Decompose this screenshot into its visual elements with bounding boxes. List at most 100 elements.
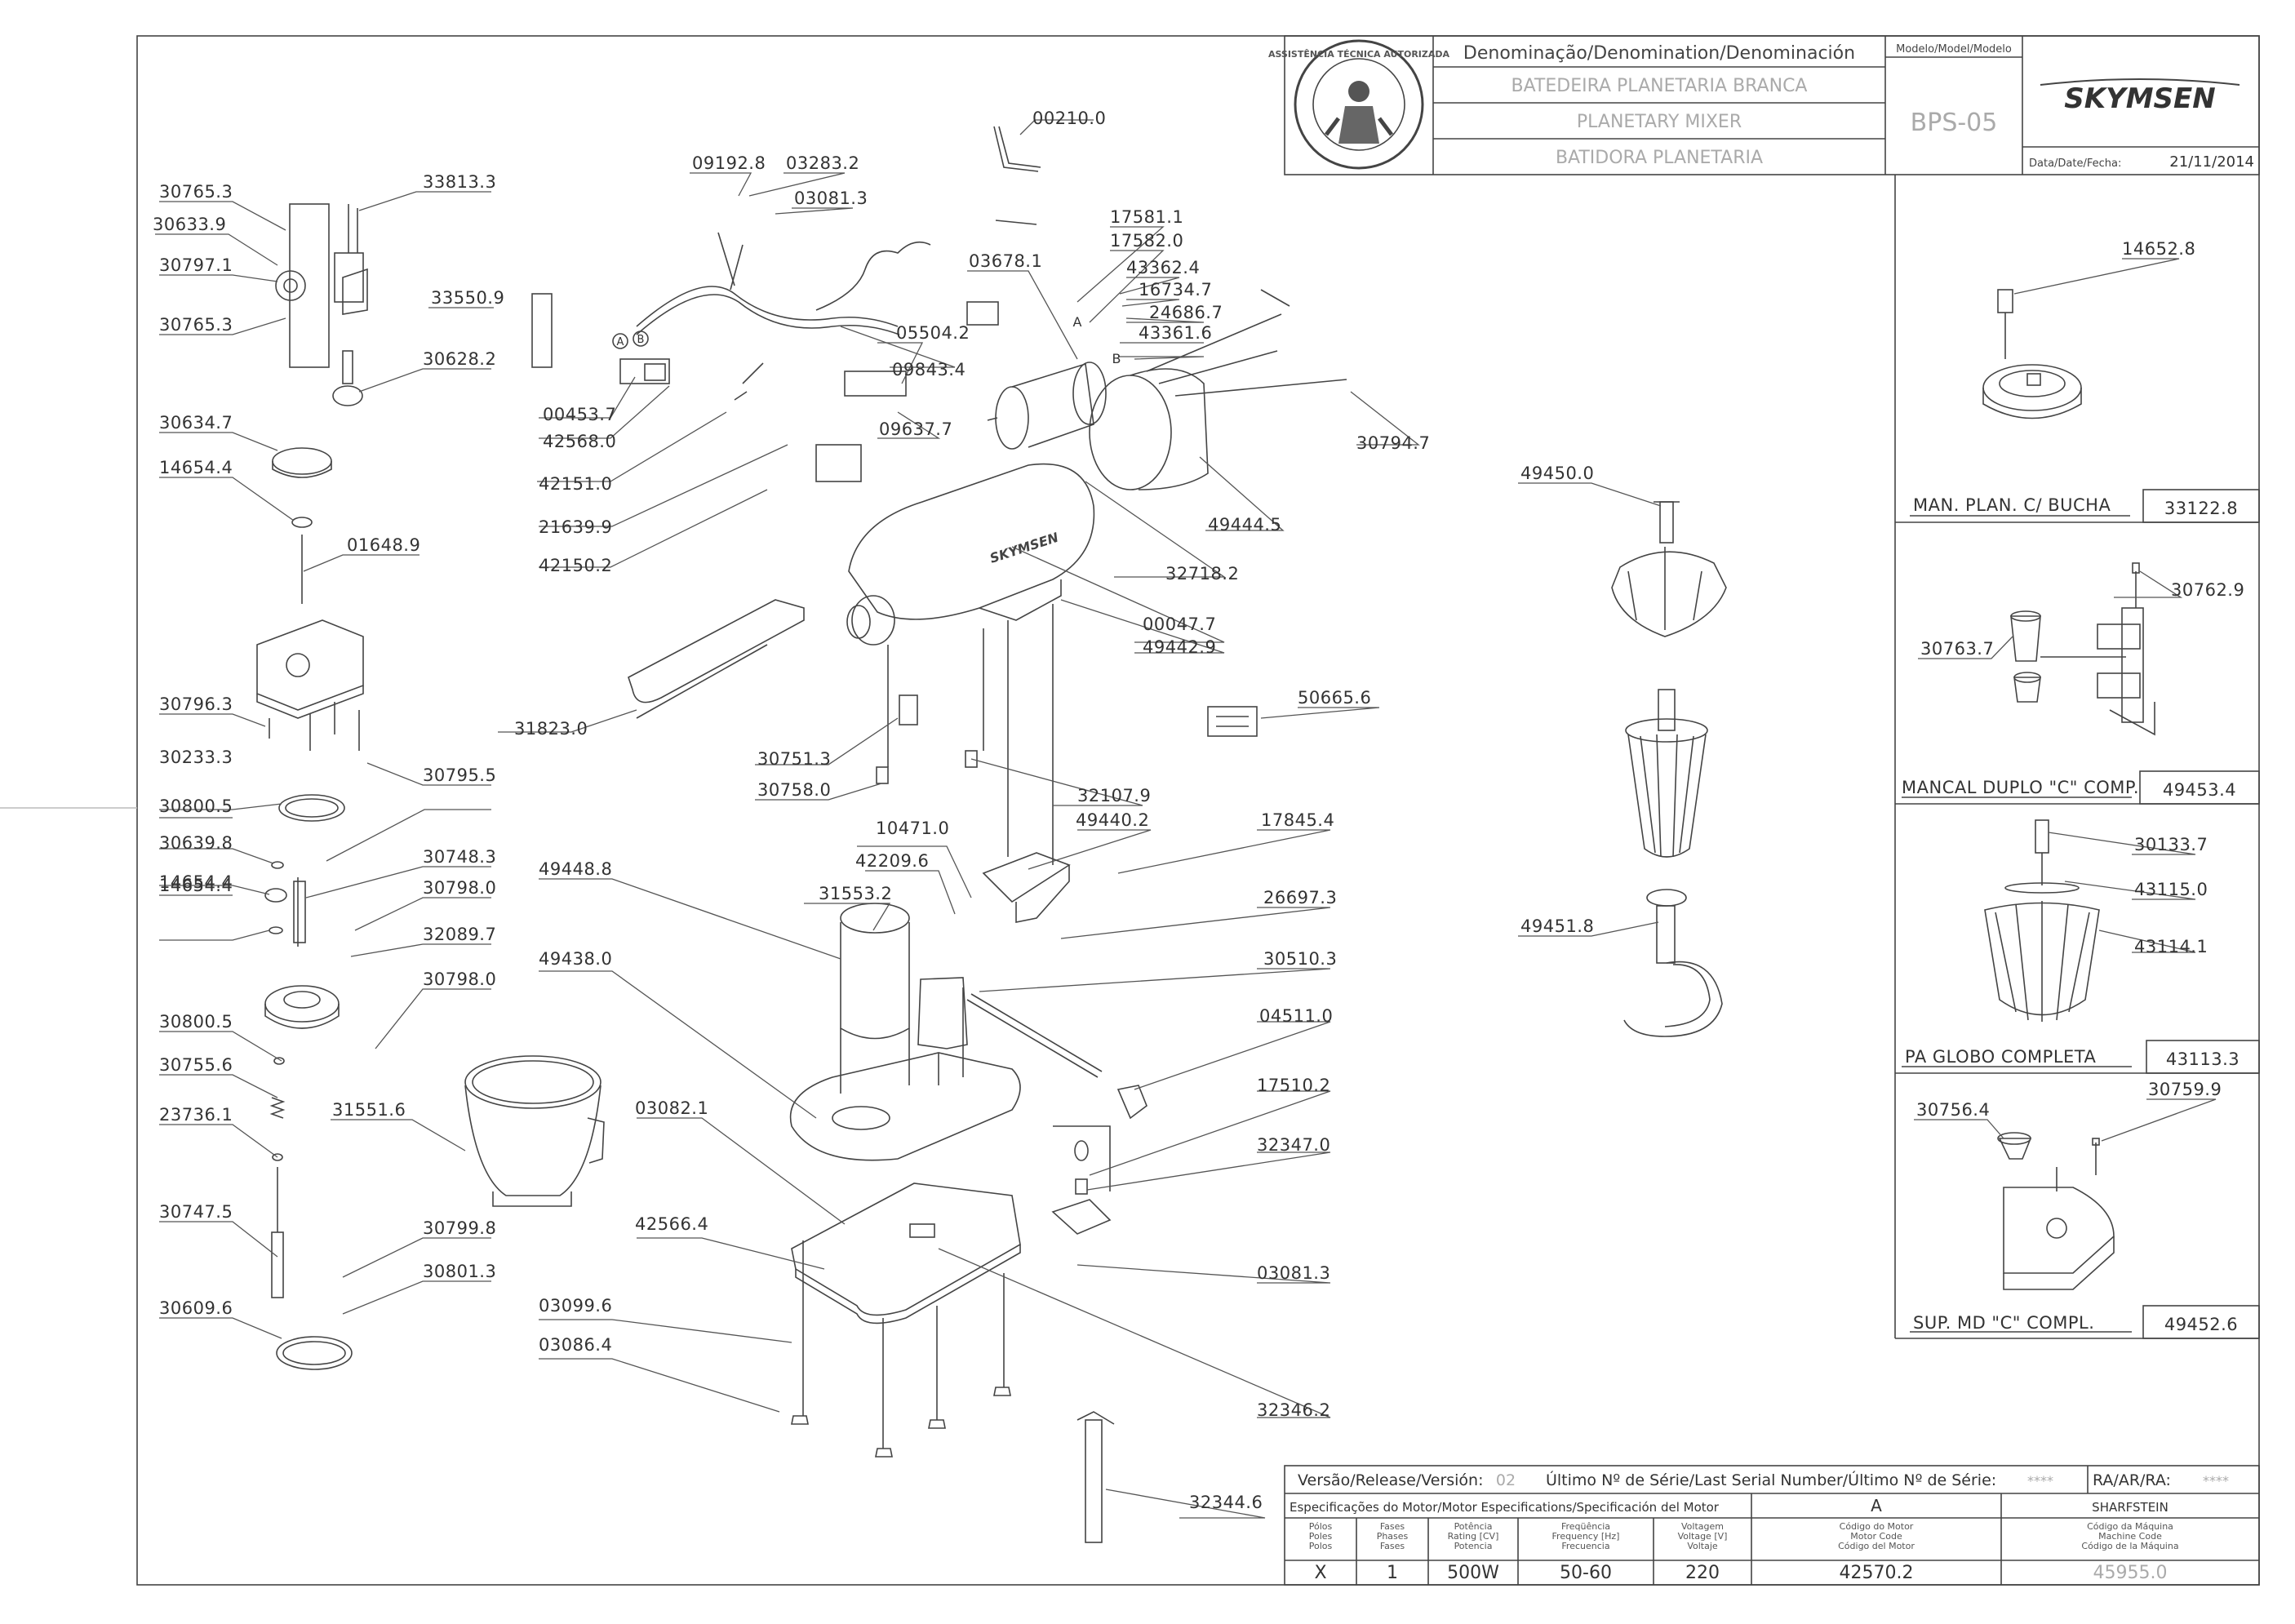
authorized-service-seal: ASSISTÊNCIA TÉCNICA AUTORIZADA <box>1268 39 1450 170</box>
motor-variant: A <box>1871 1496 1882 1515</box>
callout-label: 30747.5 <box>159 1202 233 1222</box>
callout-label: 00210.0 <box>1032 109 1106 128</box>
motor-code-value: 42570.2 <box>1840 1563 1914 1583</box>
callout-label: 04511.0 <box>1259 1006 1333 1026</box>
callout-label: 30759.9 <box>2148 1080 2222 1099</box>
callout-label: 30800.5 <box>159 796 233 816</box>
callout-label: 42151.0 <box>539 474 612 494</box>
name-en: PLANETARY MIXER <box>1577 112 1742 132</box>
callout-label: 16734.7 <box>1139 280 1212 300</box>
callout-label: 03081.3 <box>794 189 868 208</box>
callout-label: 30795.5 <box>423 765 496 785</box>
callout-label: 03678.1 <box>969 251 1042 271</box>
callout-label: 31553.2 <box>819 884 892 903</box>
marker-label: B <box>1112 351 1121 366</box>
callout-label: 32089.7 <box>423 925 496 944</box>
callout-label: 30800.5 <box>159 1012 233 1032</box>
callout-label: 30639.8 <box>159 833 233 853</box>
motor-spec-label: Especificações do Motor/Motor Especifica… <box>1290 1500 1720 1515</box>
callout-label: 49438.0 <box>539 949 612 969</box>
callout-label: 30798.0 <box>423 970 496 989</box>
callout-label: 03082.1 <box>635 1098 708 1118</box>
panel-code: 43113.3 <box>2166 1049 2240 1069</box>
dough-hook-drawing <box>1623 889 1723 1037</box>
serial-label: Último Nº de Série/Last Serial Number/Úl… <box>1546 1470 1996 1489</box>
machine-code-value: 45955.0 <box>2093 1563 2168 1583</box>
callout-label: 14654.4 <box>159 458 233 477</box>
beater-drawing <box>1611 501 1727 637</box>
callout-label: 14654.4 <box>159 876 233 895</box>
planetary-bushing-drawing <box>1982 289 2082 419</box>
marker-label: A <box>1073 314 1082 330</box>
callout-label: 14654.4 <box>159 872 233 892</box>
callout-label: 21639.9 <box>539 517 612 537</box>
callout-label: 03283.2 <box>786 153 859 173</box>
panel-code: 49453.4 <box>2163 780 2236 800</box>
callout-label: 49450.0 <box>1520 464 1594 483</box>
callout-label: 17845.4 <box>1261 810 1334 830</box>
callout-label: 50665.6 <box>1298 688 1371 708</box>
support-md-drawing <box>1997 1132 2115 1290</box>
callout-label: 14652.8 <box>2122 239 2195 259</box>
callout-label: 26697.3 <box>1263 888 1337 907</box>
callout-label: 30634.7 <box>159 413 233 433</box>
callout-label: 30765.3 <box>159 182 233 202</box>
motor-spec-table: Versão/Release/Versión: 02 Último Nº de … <box>1284 1465 2260 1586</box>
callout-label: 30633.9 <box>153 215 226 234</box>
callout-label: 32107.9 <box>1077 786 1151 805</box>
callout-label: 43361.6 <box>1139 323 1212 343</box>
callout-label: 05504.2 <box>896 323 970 343</box>
callout-label: 30798.0 <box>423 878 496 898</box>
callout-label: 30510.3 <box>1263 949 1337 969</box>
callout-label: 30797.1 <box>159 255 233 275</box>
callout-label: 10471.0 <box>876 819 949 838</box>
name-pt: BATEDEIRA PLANETARIA BRANCA <box>1512 76 1808 96</box>
callout-label: 43362.4 <box>1126 258 1200 277</box>
callout-label: 43115.0 <box>2134 880 2208 899</box>
power-value: 500W <box>1447 1563 1499 1583</box>
panel-caption: MANCAL DUPLO "C" COMP. <box>1902 778 2139 797</box>
callout-label: 30763.7 <box>1920 639 1994 659</box>
callout-label: 30748.3 <box>423 847 496 867</box>
callout-label: 32347.0 <box>1257 1135 1330 1155</box>
head-logo: SKYMSEN <box>988 530 1060 566</box>
callout-label: 17582.0 <box>1110 231 1183 251</box>
callout-label: 03086.4 <box>539 1335 612 1355</box>
callout-label: 03081.3 <box>1257 1263 1330 1283</box>
callout-label: 33550.9 <box>431 288 504 308</box>
phases-value: 1 <box>1387 1563 1398 1583</box>
panel-caption: SUP. MD "C" COMPL. <box>1913 1313 2094 1333</box>
model-label: Modelo/Model/Modelo <box>1896 43 2012 55</box>
callout-label: 43114.1 <box>2134 937 2208 956</box>
whisk-drawing <box>1625 689 1708 858</box>
callout-label: 42150.2 <box>539 556 612 575</box>
mixer-base-drawing <box>789 852 1148 1543</box>
callout-label: 30756.4 <box>1916 1100 1990 1120</box>
marker-label: B <box>637 334 645 346</box>
model-value: BPS-05 <box>1911 109 1998 137</box>
panel-code: 49452.6 <box>2164 1315 2238 1334</box>
callout-label: 24686.7 <box>1149 303 1223 322</box>
callout-label: 42209.6 <box>855 851 929 871</box>
callout-label: 30233.3 <box>159 748 233 767</box>
release-value: 02 <box>1496 1471 1516 1489</box>
date-label: Data/Date/Fecha: <box>2029 158 2121 170</box>
manufacturer: SHARFSTEIN <box>2092 1500 2168 1515</box>
callout-label: 33813.3 <box>423 172 496 192</box>
callout-label: 42568.0 <box>543 432 616 451</box>
callout-label: 30133.7 <box>2134 835 2208 854</box>
bowl-drawing <box>464 1055 605 1207</box>
poles-value: X <box>1314 1563 1326 1583</box>
wire-00210-drawing <box>993 126 1041 172</box>
ra-value: **** <box>2203 1473 2229 1489</box>
callout-label: 30799.8 <box>423 1218 496 1238</box>
callout-label: 17510.2 <box>1257 1076 1330 1095</box>
callout-label: 17581.1 <box>1110 207 1183 227</box>
